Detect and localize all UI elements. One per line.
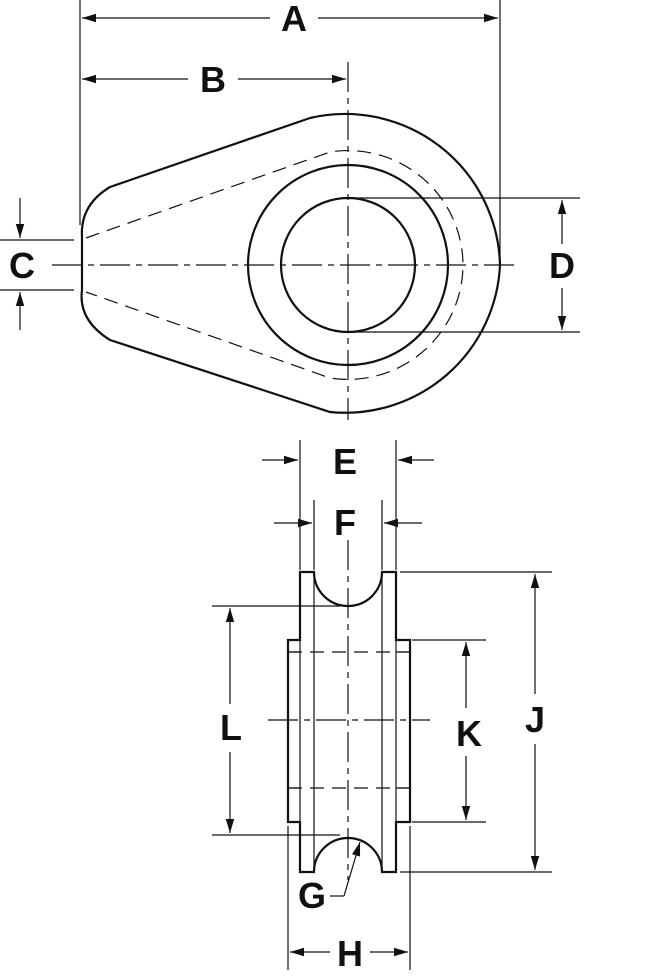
label-k: K [456, 713, 482, 754]
label-d: D [549, 245, 575, 286]
side-profile-outline [286, 570, 412, 874]
outer-outline [80, 112, 502, 414]
label-f: F [334, 502, 356, 543]
label-l: L [220, 707, 242, 748]
dimension-a: A [79, 0, 501, 262]
dimension-c: C [0, 198, 74, 330]
label-a: A [281, 0, 307, 39]
dimension-g: G [298, 841, 361, 916]
dimension-b: B [82, 59, 346, 100]
dimension-j: J [400, 571, 552, 873]
dimension-l: L [212, 605, 340, 836]
dimension-k: K [412, 639, 486, 823]
dimension-d: D [350, 197, 580, 333]
top-view [52, 62, 515, 420]
dimension-h: H [287, 826, 411, 974]
label-e: E [333, 441, 357, 482]
label-g: G [298, 875, 326, 916]
side-view [268, 540, 430, 880]
label-h: H [337, 933, 363, 974]
label-j: J [525, 699, 545, 740]
label-c: C [9, 245, 35, 286]
dimension-f: F [274, 500, 422, 570]
groove-outline-dashed [85, 149, 464, 381]
dimension-e: E [262, 440, 434, 570]
label-b: B [200, 59, 226, 100]
